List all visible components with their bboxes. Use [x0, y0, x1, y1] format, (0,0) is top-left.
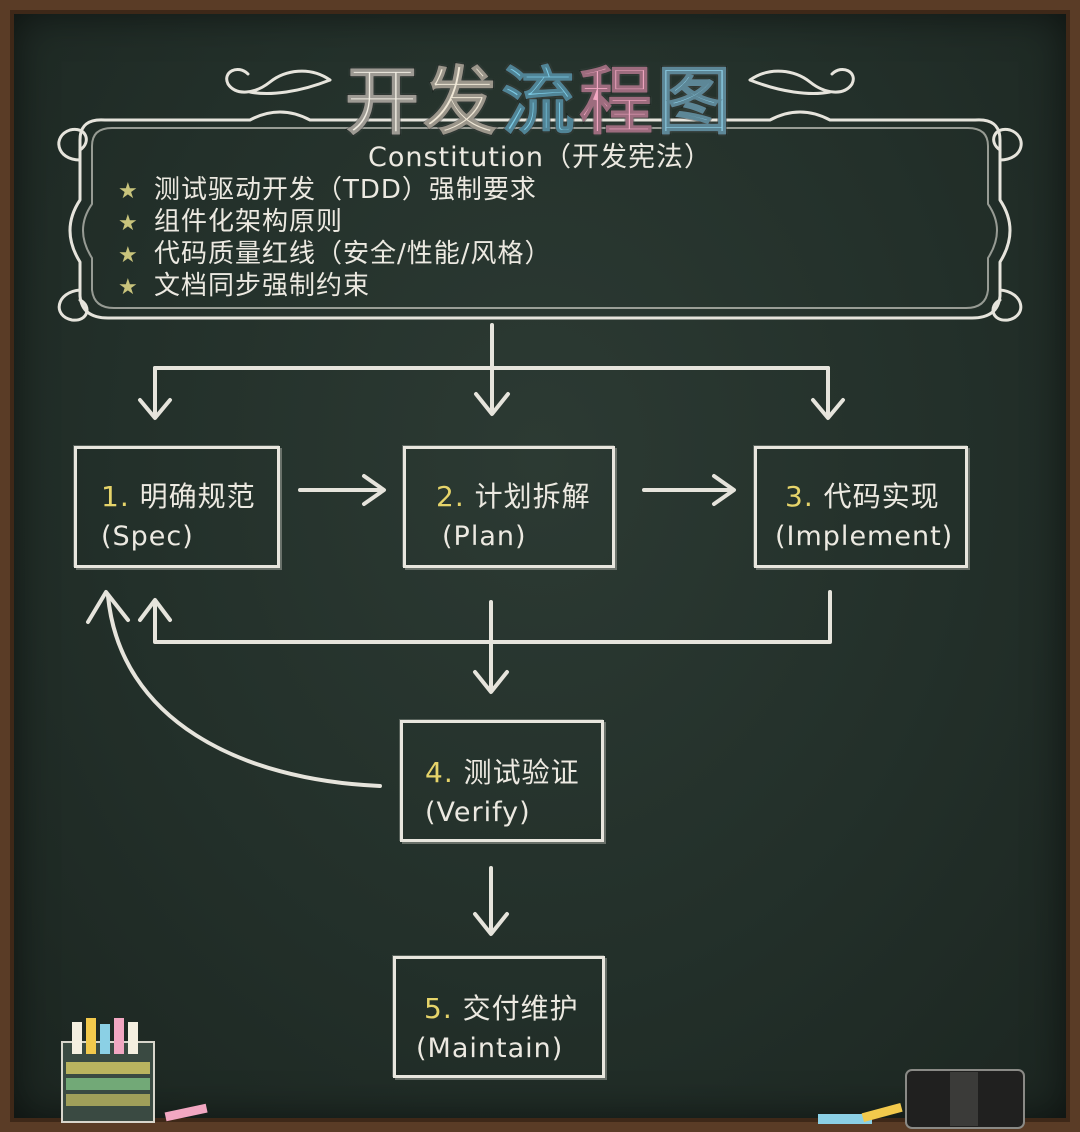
step-box-verify: 4. 测试验证 (Verify) — [400, 720, 604, 842]
title-swirl-right — [748, 68, 855, 95]
frame-curl-right — [992, 127, 1023, 162]
frame-curl-left — [57, 127, 88, 162]
arrow-verify-to-spec-head — [86, 590, 130, 624]
step-name: 交付维护 — [462, 992, 579, 1025]
rule-item: ★ 文档同步强制约束 — [118, 270, 552, 302]
title-char-1: 开 — [344, 58, 423, 146]
rule-text: 文档同步强制约束 — [154, 271, 371, 301]
step-english: (Spec) — [101, 521, 194, 552]
arrow-verify-to-maintain — [473, 866, 509, 936]
step-english: (Maintain) — [416, 1033, 564, 1064]
rule-text: 测试驱动开发（TDD）强制要求 — [154, 175, 537, 205]
star-icon: ★ — [118, 211, 139, 236]
arrow-verify-to-spec — [106, 594, 382, 788]
arrow-down-to-verify — [473, 600, 509, 694]
arrow-down-to-implement — [811, 366, 845, 420]
constitution-rules: ★ 测试驱动开发（TDD）强制要求 ★ 组件化架构原则 ★ 代码质量红线（安全/性能/… — [118, 174, 552, 302]
step-box-maintain: 5. 交付维护 (Maintain) — [393, 956, 605, 1078]
title-char-5: 图 — [656, 58, 735, 146]
rule-text: 代码质量红线（安全/性能/风格） — [154, 239, 552, 269]
step-box-plan: 2. 计划拆解 (Plan) — [403, 446, 615, 568]
chalk-box-icon — [61, 1018, 208, 1123]
constitution-frame — [68, 110, 1012, 320]
constitution-frame-inner — [82, 127, 998, 309]
step-number: 4. — [425, 756, 454, 789]
star-icon: ★ — [118, 179, 139, 204]
arrow-implement-feedback — [138, 590, 832, 644]
title-swirl-left — [225, 68, 332, 95]
step-number: 2. — [436, 480, 465, 513]
arrow-spec-to-plan — [298, 474, 386, 506]
star-icon: ★ — [118, 275, 139, 300]
step-number: 1. — [101, 480, 130, 513]
star-icon: ★ — [118, 243, 139, 268]
frame-curl-bottom-left — [57, 288, 89, 322]
eraser-icon — [818, 1069, 1025, 1129]
arrow-plan-to-implement — [642, 474, 736, 506]
step-number: 5. — [424, 992, 453, 1025]
page-title: 开发流程图 — [0, 42, 1080, 149]
step-name: 测试验证 — [463, 756, 580, 789]
step-english: (Verify) — [425, 797, 531, 828]
rule-item: ★ 测试驱动开发（TDD）强制要求 — [118, 174, 552, 206]
step-english: (Implement) — [775, 521, 954, 552]
step-number: 3. — [785, 480, 814, 513]
title-char-2: 发 — [422, 58, 501, 146]
step-name: 计划拆解 — [474, 480, 591, 513]
rule-text: 组件化架构原则 — [154, 207, 344, 237]
title-char-3: 流 — [500, 58, 579, 146]
step-name: 明确规范 — [139, 480, 256, 513]
frame-curl-bottom-right — [991, 288, 1023, 322]
rule-item: ★ 代码质量红线（安全/性能/风格） — [118, 238, 552, 270]
step-box-spec: 1. 明确规范 (Spec) — [74, 446, 280, 568]
step-name: 代码实现 — [823, 480, 940, 513]
title-char-4: 程 — [578, 58, 657, 146]
constitution-heading: Constitution（开发宪法） — [367, 142, 713, 173]
step-box-implement: 3. 代码实现 (Implement) — [754, 446, 968, 568]
rule-item: ★ 组件化架构原则 — [118, 206, 552, 238]
step-english: (Plan) — [442, 521, 527, 552]
arrow-down-to-spec — [138, 366, 172, 420]
